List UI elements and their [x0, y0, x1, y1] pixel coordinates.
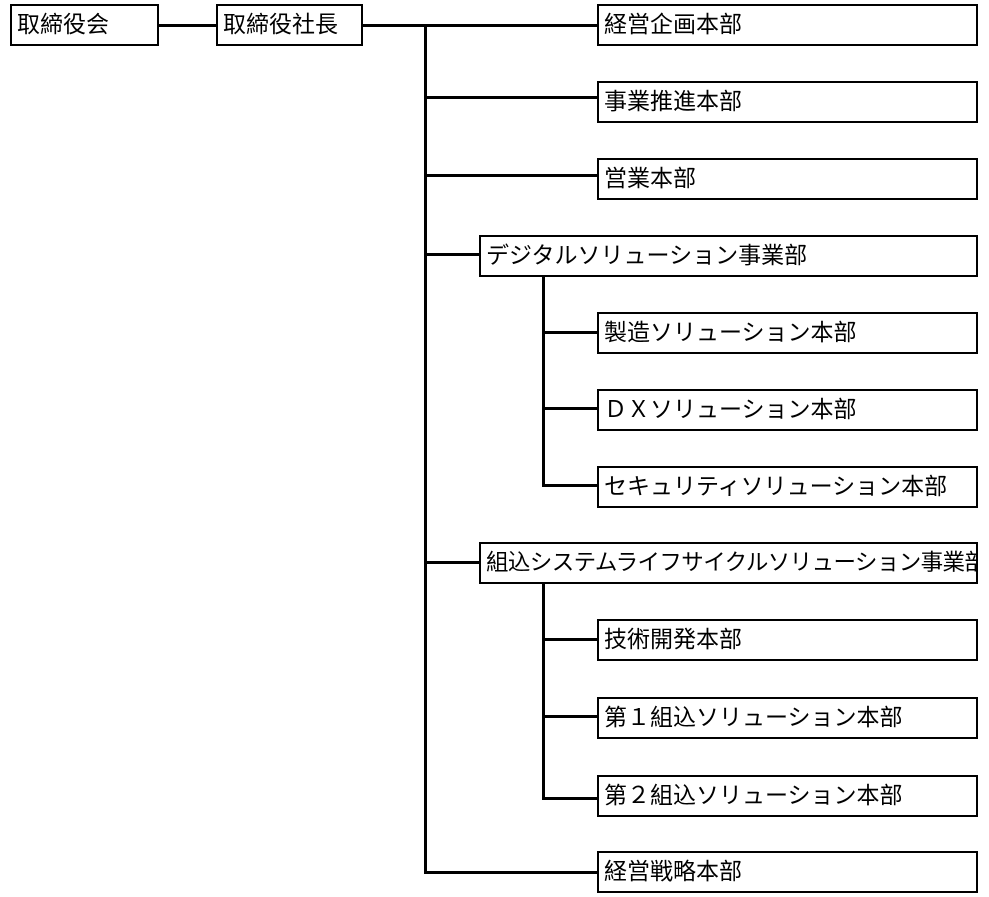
node-unit-8: 組込システムライフサイクルソリューション事業部 [479, 542, 978, 584]
branch-line-1 [424, 96, 598, 99]
sub-branch-embedded-1 [542, 638, 598, 641]
connector-board-president [157, 24, 217, 27]
branch-line-4 [424, 561, 480, 564]
node-unit-10: 第１組込ソリューション本部 [597, 697, 978, 739]
node-unit-1: 経営企画本部 [597, 4, 978, 46]
trunk-line [424, 24, 427, 874]
node-unit-4: デジタルソリューション事業部 [479, 235, 978, 277]
node-unit-5: 製造ソリューション本部 [597, 312, 978, 354]
sub-trunk-embedded [542, 584, 545, 800]
sub-branch-digital-2 [542, 407, 598, 410]
sub-trunk-digital [542, 277, 545, 487]
node-unit-3: 営業本部 [597, 158, 978, 200]
node-president: 取締役社長 [216, 4, 363, 46]
node-unit-12: 経営戦略本部 [597, 851, 978, 893]
node-unit-6: ＤＸソリューション本部 [597, 389, 978, 431]
branch-line-2 [424, 174, 598, 177]
sub-branch-embedded-2 [542, 715, 598, 718]
connector-president-trunk [361, 24, 598, 27]
node-unit-9: 技術開発本部 [597, 619, 978, 661]
node-board: 取締役会 [10, 4, 159, 46]
node-unit-7: セキュリティソリューション本部 [597, 466, 978, 508]
sub-branch-digital-3 [542, 484, 598, 487]
branch-line-3 [424, 253, 480, 256]
sub-branch-digital-1 [542, 331, 598, 334]
branch-line-5 [424, 871, 598, 874]
node-unit-11: 第２組込ソリューション本部 [597, 775, 978, 817]
node-unit-2: 事業推進本部 [597, 81, 978, 123]
sub-branch-embedded-3 [542, 797, 598, 800]
